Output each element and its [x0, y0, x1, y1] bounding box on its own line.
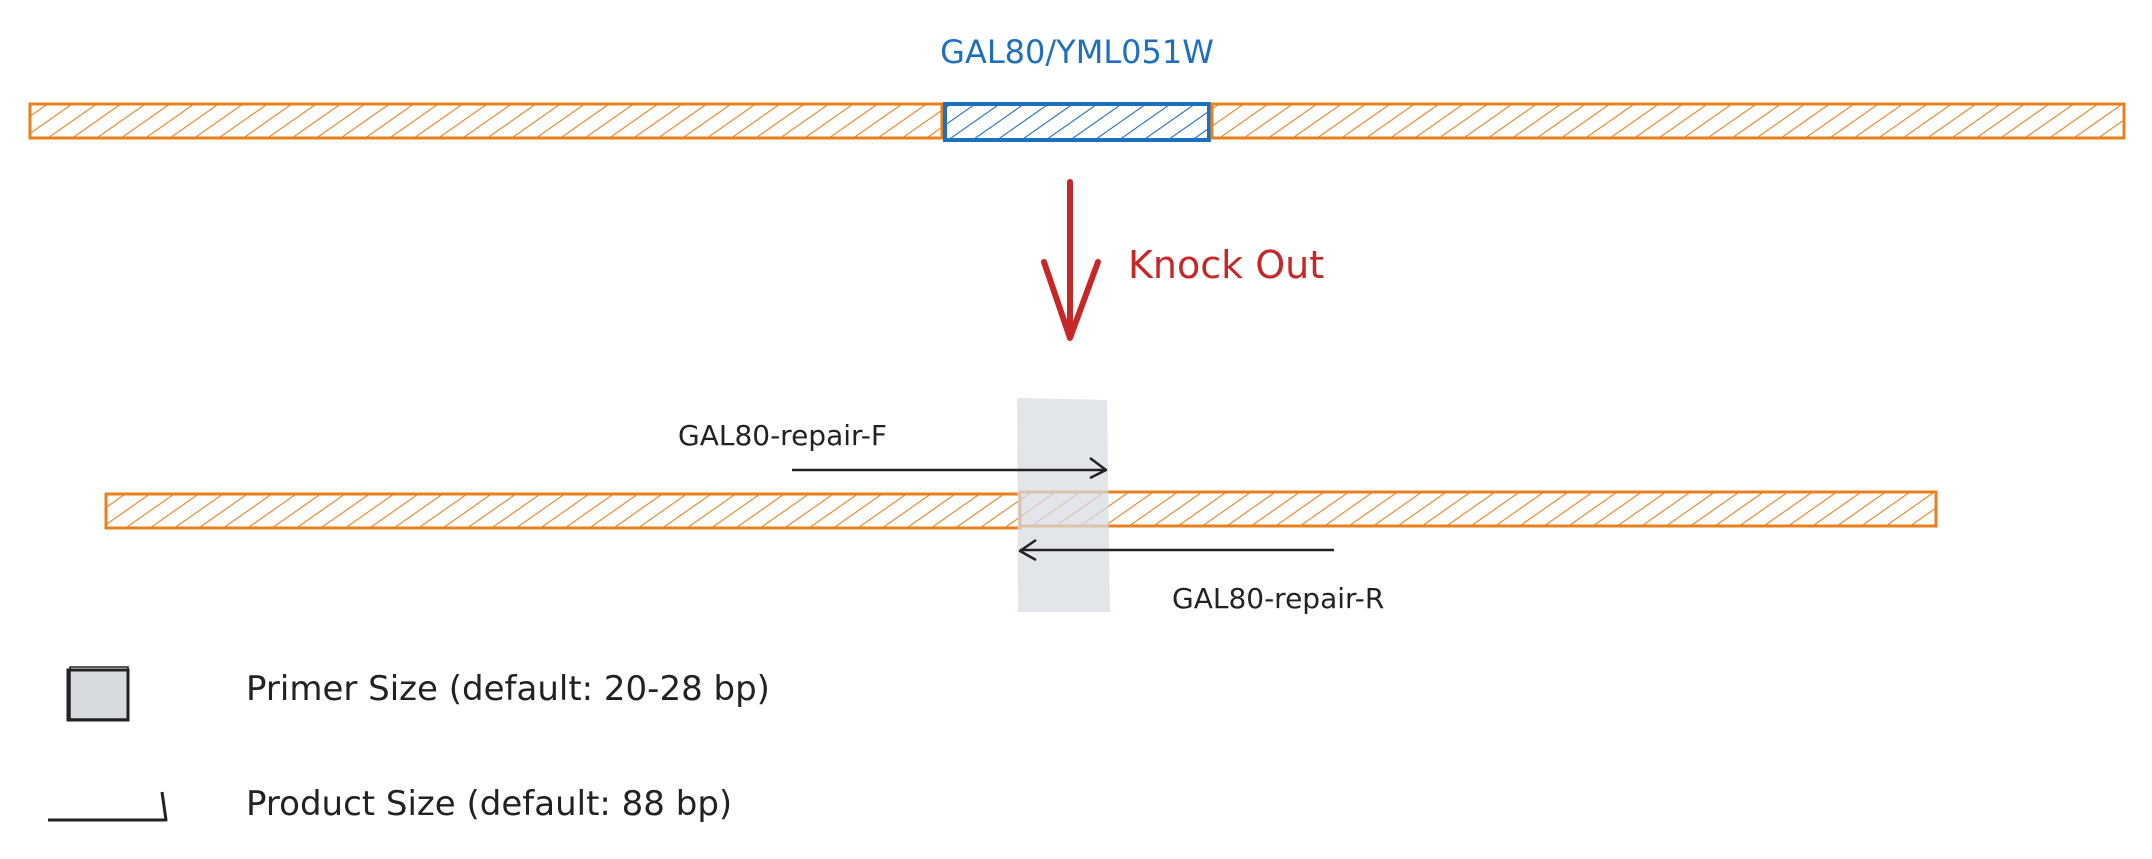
- genome-top-left-flank: [28, 102, 944, 140]
- forward-primer-label: GAL80-repair-F: [678, 419, 887, 452]
- primer-region-box: [1017, 398, 1110, 612]
- reverse-primer-label: GAL80-repair-R: [1172, 582, 1384, 615]
- gene-label: GAL80/YML051W: [940, 33, 1214, 71]
- legend-primer-swatch: [66, 666, 130, 722]
- gene-segment: [943, 102, 1211, 142]
- forward-primer-arrow: [792, 457, 1108, 480]
- reverse-primer-arrow: [1018, 538, 1334, 562]
- genome-top-right-flank: [1210, 102, 2126, 140]
- legend-primer-label: Primer Size (default: 20-28 bp): [246, 669, 770, 709]
- legend-product-swatch: [48, 791, 168, 822]
- legend-product-label: Product Size (default: 88 bp): [246, 784, 732, 824]
- genome-bottom-right-flank: [1018, 490, 1938, 528]
- genome-bottom-left-flank: [104, 492, 1022, 530]
- knockout-label: Knock Out: [1128, 243, 1324, 287]
- knockout-arrow: [1041, 179, 1101, 341]
